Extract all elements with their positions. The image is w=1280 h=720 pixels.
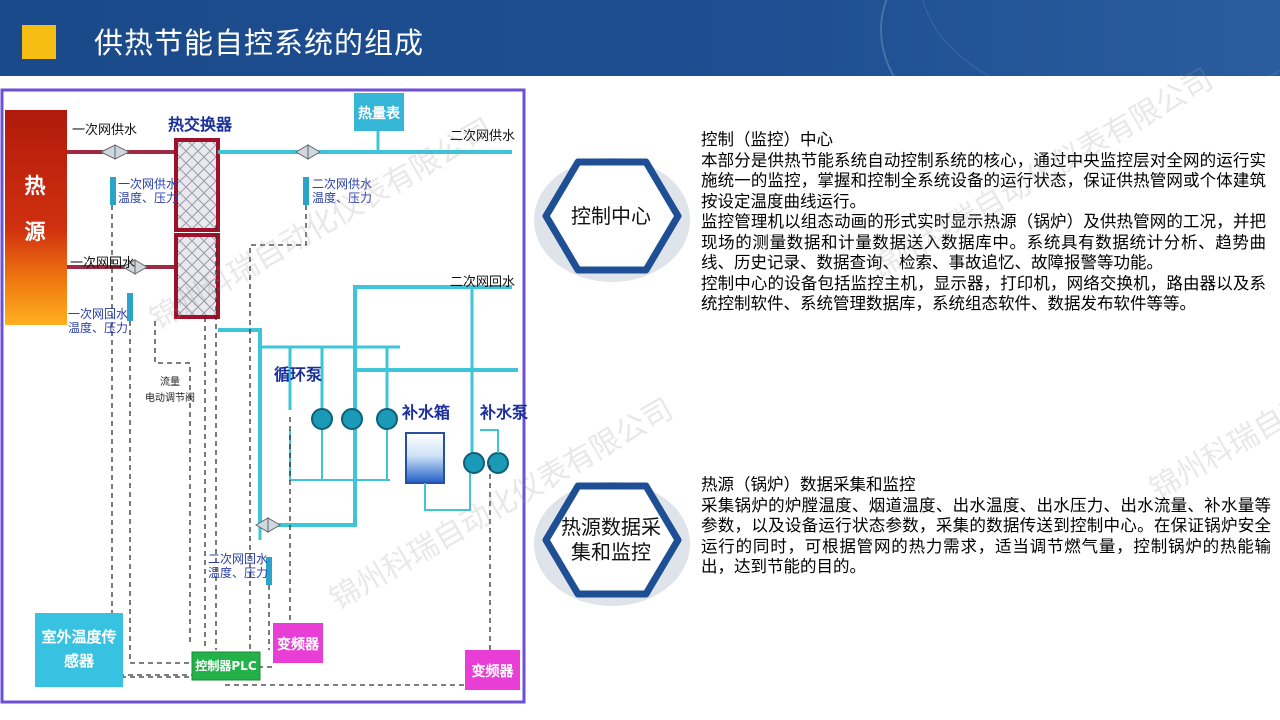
heating-system-diagram: 热源 一次网供水 一次网回水 热交换器 热量表 二次网供水 二次网回水 一次网供…	[0, 85, 528, 706]
heat-exchanger-upper	[174, 138, 220, 232]
valve-icon	[255, 517, 281, 533]
circulation-pump-1	[311, 408, 333, 430]
heat-source-label: 热源	[24, 174, 46, 244]
primary-supply-label: 一次网供水	[72, 123, 138, 138]
valve-icon	[122, 259, 148, 275]
heat-meter-box	[354, 93, 404, 131]
makeup-pump-label: 补水泵	[480, 403, 528, 422]
heat-source-text: 热源（锅炉）数据采集和监控 采集锅炉的炉膛温度、烟道温度、出水温度、出水压力、出…	[701, 475, 1271, 578]
primary-supply-sensor-icon	[110, 177, 116, 205]
control-center-badge-label: 控制中心	[571, 203, 651, 228]
primary-return-sensor-label: 一次网回水温度、压力	[68, 307, 129, 335]
section-heading: 控制（监控）中心	[701, 130, 833, 149]
page-title: 供热节能自控系统的组成	[94, 26, 425, 60]
makeup-pump-1	[463, 452, 485, 474]
control-center-text: 控制（监控）中心 本部分是供热节能系统自动控制系统的核心，通过中央监控层对全网的…	[701, 130, 1266, 315]
secondary-supply-label: 二次网供水	[450, 129, 516, 144]
section-paragraph: 本部分是供热节能系统自动控制系统的核心，通过中央监控层对全网的运行实施统一的监控…	[701, 150, 1266, 211]
makeup-tank-label: 补水箱	[402, 403, 451, 422]
diagram-frame	[0, 88, 526, 704]
heat-exchanger-label: 热交换器	[168, 115, 233, 134]
section-heading: 热源（锅炉）数据采集和监控	[701, 475, 916, 494]
header-decoration	[920, 0, 1280, 76]
primary-supply-sensor-label: 一次网供水温度、压力	[118, 177, 179, 205]
circulation-pump-2	[341, 408, 363, 430]
makeup-pump-2	[487, 452, 509, 474]
vfd-box-1	[273, 623, 323, 663]
title-marker	[22, 25, 56, 59]
secondary-supply-sensor-label: 二次网供水温度、压力	[312, 177, 373, 205]
heat-source-block	[5, 110, 67, 325]
heat-source-badge-label: 热源数据采集和监控	[561, 515, 661, 564]
section-paragraph: 控制中心的设备包括监控主机，显示器，打印机，网络交换机，路由器以及系统控制软件、…	[701, 273, 1266, 314]
heat-source-badge: 热源数据采集和监控	[530, 472, 690, 608]
primary-return-sensor-icon	[127, 293, 133, 321]
heat-exchanger-lower	[174, 233, 220, 319]
valve-icon	[99, 144, 131, 160]
header-bar: 供热节能自控系统的组成	[0, 0, 1280, 76]
secondary-return-sensor-label: 二次网回水温度、压力	[208, 552, 269, 580]
heat-meter-label: 热量表	[358, 106, 400, 122]
vfd-2-label: 变频器	[471, 664, 514, 680]
diagram-graphics	[0, 88, 526, 704]
circulation-pump-3	[376, 408, 398, 430]
flow-valve-label-line2: 电动调节阀	[145, 393, 195, 404]
secondary-return-label: 二次网回水	[450, 275, 516, 290]
section-paragraph: 采集锅炉的炉膛温度、烟道温度、出水温度、出水压力、出水流量、补水量等参数，以及设…	[701, 495, 1271, 577]
makeup-tank	[405, 432, 445, 484]
outdoor-sensor-box	[35, 613, 123, 687]
valve-icon	[295, 144, 321, 160]
vfd-box-2	[465, 650, 520, 690]
plc-label: 控制器PLC	[195, 659, 257, 673]
primary-return-label: 一次网回水	[70, 256, 136, 271]
plc-box	[191, 651, 261, 681]
circulation-pump-label: 循环泵	[274, 365, 323, 384]
control-center-badge: 控制中心	[530, 148, 690, 284]
secondary-return-pipe	[353, 285, 518, 372]
flow-valve-label-line1: 流量	[160, 377, 180, 388]
outdoor-sensor-label: 室外温度传感器	[41, 628, 117, 670]
secondary-return-sensor-icon	[266, 557, 272, 585]
vfd-1-label: 变频器	[277, 637, 319, 653]
secondary-supply-sensor-icon	[303, 177, 309, 205]
section-paragraph: 监控管理机以组态动画的形式实时显示热源（锅炉）及供热管网的工况，并把现场的测量数…	[701, 212, 1266, 272]
header-decoration	[880, 0, 1280, 76]
